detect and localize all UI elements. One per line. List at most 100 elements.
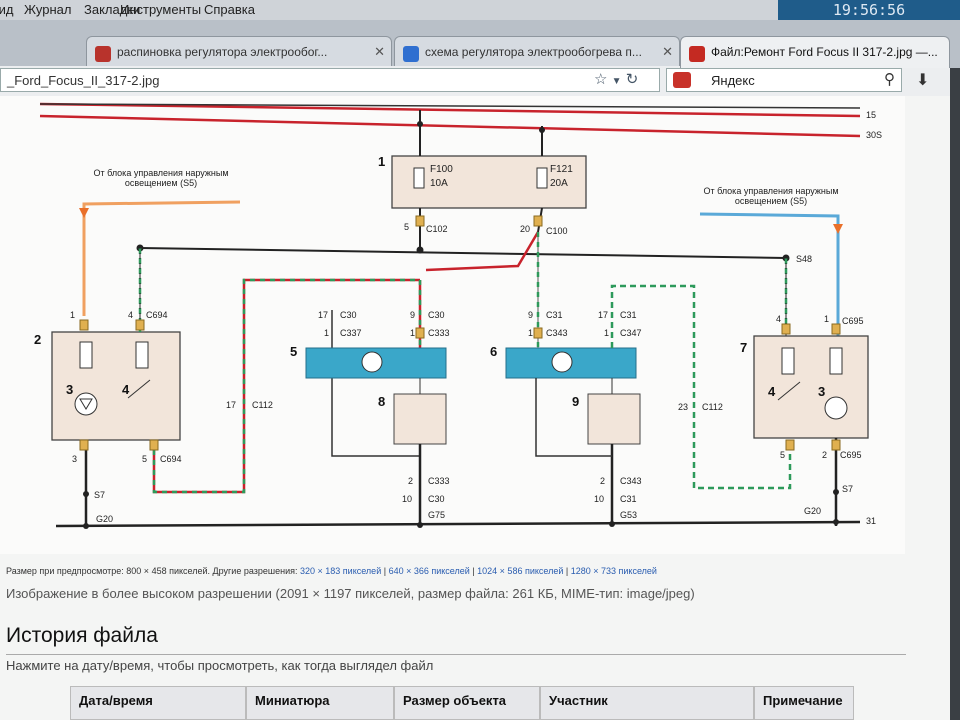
fuse-f100-name: F100: [430, 164, 453, 175]
callout-4-right: 4: [768, 384, 776, 399]
menu-bookmarks[interactable]: Закладки: [84, 2, 141, 17]
label-c347: C347: [620, 328, 642, 338]
fuse-f121: [536, 167, 548, 189]
callout-6: 6: [490, 344, 498, 359]
label-g20-left: G20: [96, 514, 114, 524]
search-icon[interactable]: ⚲: [884, 71, 895, 88]
label-c31-a: C31: [546, 310, 563, 320]
resolution-link-640[interactable]: 640 × 366 пикселей: [388, 566, 470, 576]
fuse-f121-rating: 20A: [550, 178, 568, 189]
menu-tools[interactable]: Инструменты: [120, 2, 202, 17]
label-s48: S48: [796, 254, 813, 264]
tab-3-label: Файл:Ремонт Ford Focus II 317-2.jpg —...: [711, 45, 938, 59]
heater-element-9: [587, 393, 641, 445]
search-engine-name: Яндекс: [711, 73, 755, 88]
pin-2-c: 2: [822, 450, 828, 460]
col-header-size: Размер объекта: [394, 686, 540, 720]
fuse-f121-name: F121: [550, 164, 573, 175]
pin-1-d: 1: [604, 328, 610, 338]
menu-history[interactable]: Журнал: [24, 2, 72, 17]
callout-5: 5: [290, 344, 298, 359]
address-buttons: ☆ ▼ ↻: [594, 70, 638, 88]
label-c31-b: C31: [620, 310, 637, 320]
wire-source-left: [82, 200, 241, 316]
pin-3: 3: [72, 454, 78, 464]
pin-10-b: 10: [594, 494, 605, 504]
label-c30-a: C30: [340, 310, 357, 320]
label-c337: C337: [340, 328, 362, 338]
preview-size-caption: Размер при предпросмотре: 800 × 458 пикс…: [6, 566, 657, 576]
pin-2-a: 2: [408, 476, 414, 486]
label-c30-c: C30: [428, 494, 445, 504]
site-favicon-icon: [689, 46, 705, 62]
heater-box-2: [51, 331, 181, 441]
callout-7: 7: [740, 340, 748, 355]
close-icon[interactable]: ✕: [374, 44, 385, 59]
wiring-diagram: 15 30S 31 От блока управления наружным о…: [0, 96, 905, 554]
rail-15: [39, 102, 861, 118]
callout-4: 4: [122, 382, 130, 397]
bus-s48: [139, 247, 787, 259]
pin-23: 23: [678, 402, 689, 412]
rail-dark: [39, 103, 861, 109]
tab-1[interactable]: распиновка регулятора электрообог... ✕: [86, 36, 392, 68]
yandex-icon[interactable]: [673, 72, 691, 88]
label-s7-left: S7: [94, 490, 106, 500]
label-c31-c: C31: [620, 494, 637, 504]
label-c695-bottom: C695: [840, 450, 862, 460]
menu-view[interactable]: Вид: [0, 2, 14, 17]
source-left-label: От блока управления наружным освещением …: [93, 168, 229, 188]
heater-box-7: [753, 335, 869, 439]
wiring-diagram-svg: [39, 102, 869, 529]
resolution-link-1280[interactable]: 1280 × 733 пикселей: [570, 566, 657, 576]
label-s7-right: S7: [842, 484, 854, 494]
address-text: _Ford_Focus_II_317-2.jpg: [7, 73, 160, 88]
pin-17-a: 17: [318, 310, 329, 320]
pin-9-b: 9: [528, 310, 534, 320]
pin-2-b: 2: [600, 476, 606, 486]
callout-3-right: 3: [818, 384, 826, 399]
hires-link[interactable]: Изображение в более высоком разрешении (…: [6, 586, 695, 601]
wire-15-label: 15: [866, 110, 877, 120]
rail-30s: [39, 114, 861, 138]
download-icon[interactable]: ⬇: [916, 72, 930, 89]
fuse-f100: [413, 167, 425, 189]
reload-icon[interactable]: ↻: [625, 71, 639, 88]
tab-3[interactable]: Файл:Ремонт Ford Focus II 317-2.jpg —...: [680, 36, 950, 68]
label-g75: G75: [428, 510, 446, 520]
address-bar[interactable]: _Ford_Focus_II_317-2.jpg: [0, 68, 660, 92]
label-c333-b: C333: [428, 476, 450, 486]
label-c112-b: C112: [702, 402, 723, 412]
file-history-heading: История файла: [6, 624, 158, 647]
dropdown-arrow-icon[interactable]: ▼: [611, 76, 622, 87]
pin-1-right: 1: [824, 314, 830, 324]
label-c695-top: C695: [842, 316, 864, 326]
col-header-user: Участник: [540, 686, 754, 720]
tab-2[interactable]: схема регулятора электрообогрева п... ✕: [394, 36, 680, 68]
menu-help[interactable]: Справка: [204, 2, 255, 17]
search-favicon-icon: [403, 46, 419, 62]
tab-1-label: распиновка регулятора электрообог...: [117, 45, 328, 59]
col-header-datetime[interactable]: Дата/время: [70, 686, 246, 720]
col-header-thumbnail: Миниатюра: [246, 686, 394, 720]
tab-strip: распиновка регулятора электрообог... ✕ с…: [0, 20, 960, 68]
label-c333: C333: [428, 328, 450, 338]
label-g20-right: G20: [804, 506, 822, 516]
search-box[interactable]: Яндекс ⚲: [666, 68, 902, 92]
page-favicon-icon: [95, 46, 111, 62]
source-right-label: От блока управления наружным освещением …: [703, 186, 839, 206]
pin-1-b: 1: [410, 328, 416, 338]
fuse-f100-rating: 10A: [430, 178, 448, 189]
resolution-link-1024[interactable]: 1024 × 586 пикселей: [477, 566, 564, 576]
pin-4-right: 4: [776, 314, 782, 324]
label-c100: C100: [546, 226, 568, 236]
pin-1-c: 1: [528, 328, 534, 338]
callout-9: 9: [572, 394, 580, 409]
resolution-link-320[interactable]: 320 × 183 пикселей: [300, 566, 382, 576]
col-header-comment: Примечание: [754, 686, 854, 720]
label-c343-b: C343: [620, 476, 642, 486]
nav-bar: _Ford_Focus_II_317-2.jpg ☆ ▼ ↻ Яндекс ⚲ …: [0, 66, 950, 97]
callout-3: 3: [66, 382, 74, 397]
bookmark-star-icon[interactable]: ☆: [594, 71, 608, 88]
close-icon[interactable]: ✕: [662, 44, 673, 59]
